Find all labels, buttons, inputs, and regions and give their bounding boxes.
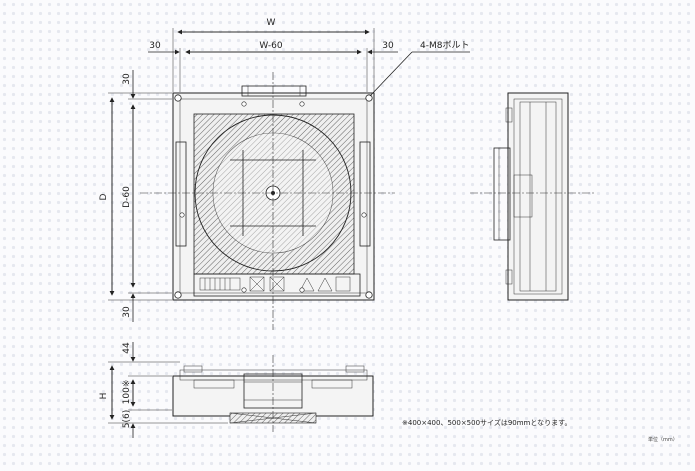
dim-width-label: W: [267, 18, 276, 28]
left-handle: [175, 141, 187, 247]
dim-height-label: H: [99, 393, 109, 400]
dim-depth-label: D: [99, 193, 109, 200]
dim-right-margin-label: 30: [382, 41, 394, 51]
dim-height-mid-label: 100※: [122, 380, 132, 405]
unit-label: 単位（mm）: [648, 436, 678, 443]
top-handle: [241, 85, 307, 97]
side-housing: [507, 92, 569, 301]
corner-bolts: [174, 94, 373, 299]
dim-inner-depth-label: D-60: [122, 186, 132, 208]
bolt-leader-line: [369, 51, 413, 97]
dim-inner-width-label: W-60: [259, 41, 283, 51]
top-view: [140, 72, 395, 330]
front-dimensions: [108, 342, 228, 438]
dim-top-margin-label: 30: [122, 73, 132, 85]
right-handle: [359, 141, 371, 247]
front-housing: [172, 375, 374, 417]
front-view: [172, 355, 374, 432]
size-note: ※400×400、500×500サイズは90mmとなります。: [402, 418, 571, 427]
dim-height-bottom-label: 5(6): [122, 410, 132, 428]
side-handle: [493, 147, 511, 241]
left-dimensions: [108, 70, 172, 322]
dim-left-margin-label: 30: [149, 41, 161, 51]
side-view: [470, 92, 595, 301]
dim-height-top-label: 44: [122, 342, 132, 354]
bolt-callout-label: 4-M8ボルト: [420, 40, 469, 51]
control-panel: [193, 273, 361, 297]
dim-bottom-margin-label: 30: [122, 306, 132, 318]
top-dimensions: [148, 28, 398, 92]
